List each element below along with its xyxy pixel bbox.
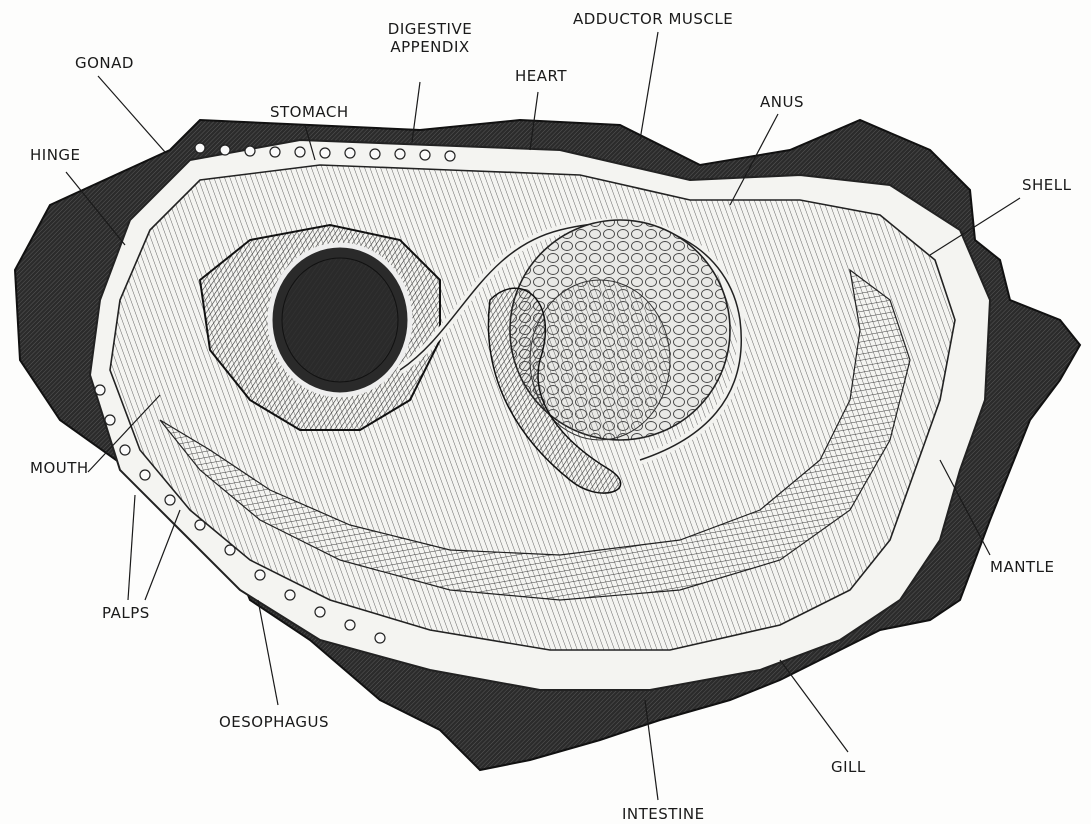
label-gill: GILL (831, 758, 866, 776)
label-anus: ANUS (760, 93, 804, 111)
label-gonad: GONAD (75, 54, 134, 72)
label-adductor-muscle: ADDUCTOR MUSCLE (573, 10, 733, 28)
label-stomach: STOMACH (270, 103, 349, 121)
label-digestive-line2: APPENDIX (380, 38, 480, 56)
label-mantle: MANTLE (990, 558, 1054, 576)
label-mouth: MOUTH (30, 459, 89, 477)
label-heart: HEART (515, 67, 567, 85)
label-digestive-line1: DIGESTIVE (380, 20, 480, 38)
label-intestine: INTESTINE (622, 805, 705, 823)
label-shell: SHELL (1022, 176, 1072, 194)
label-digestive-appendix: DIGESTIVE APPENDIX (380, 20, 480, 56)
label-oesophagus: OESOPHAGUS (219, 713, 329, 731)
label-hinge: HINGE (30, 146, 81, 164)
label-palps: PALPS (102, 604, 150, 622)
